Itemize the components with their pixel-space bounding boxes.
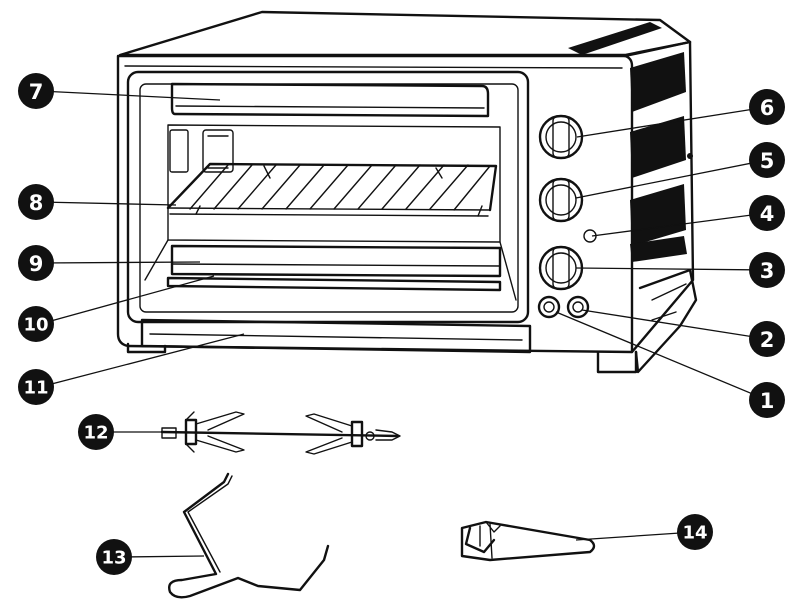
callout-14: 14 [677,514,713,550]
oven-door [126,70,530,324]
svg-text:4: 4 [760,202,775,226]
svg-text:7: 7 [29,80,44,104]
callout-1: 1 [749,382,785,418]
svg-text:1: 1 [760,389,775,413]
svg-text:8: 8 [29,191,44,215]
part-callouts: 1 2 3 4 5 6 7 8 [18,73,785,575]
callout-13: 13 [96,539,132,575]
front-left-foot [126,342,167,354]
rotisserie-spit[interactable] [160,411,401,455]
callout-10: 10 [18,306,54,342]
svg-text:10: 10 [23,315,48,336]
svg-text:13: 13 [101,548,126,569]
callout-7: 7 [18,73,54,109]
rotisserie-handle[interactable] [460,520,596,562]
svg-text:5: 5 [760,149,775,173]
button-right[interactable] [566,295,590,319]
function-knob[interactable] [538,177,584,223]
callout-3: 3 [749,252,785,288]
callout-11: 11 [18,369,54,405]
callout-5: 5 [749,142,785,178]
callout-2: 2 [749,321,785,357]
leader-lines [39,90,768,558]
door-outer-frame [126,70,530,324]
rack-hook[interactable] [168,472,330,599]
svg-text:14: 14 [682,523,707,544]
svg-text:3: 3 [760,259,775,283]
oven-top [118,10,692,57]
crumb-tray[interactable] [166,276,502,292]
control-panel [537,114,597,319]
door-handle[interactable] [170,82,490,118]
svg-text:6: 6 [760,96,775,120]
svg-text:11: 11 [23,378,48,399]
oven-body [116,10,695,354]
callout-4: 4 [749,195,785,231]
side-foot [634,268,698,374]
svg-text:12: 12 [83,423,108,444]
callout-8: 8 [18,184,54,220]
crumb-drawer[interactable] [140,318,532,354]
svg-text:2: 2 [760,328,775,352]
baking-tray[interactable] [170,244,502,278]
button-left[interactable] [537,295,561,319]
temperature-knob[interactable] [538,114,584,160]
callout-9: 9 [18,245,54,281]
svg-text:9: 9 [29,252,44,276]
callout-6: 6 [749,89,785,125]
front-right-foot [596,350,638,374]
wire-rack[interactable] [166,162,498,217]
timer-knob[interactable] [538,245,584,291]
callout-12: 12 [78,414,114,450]
